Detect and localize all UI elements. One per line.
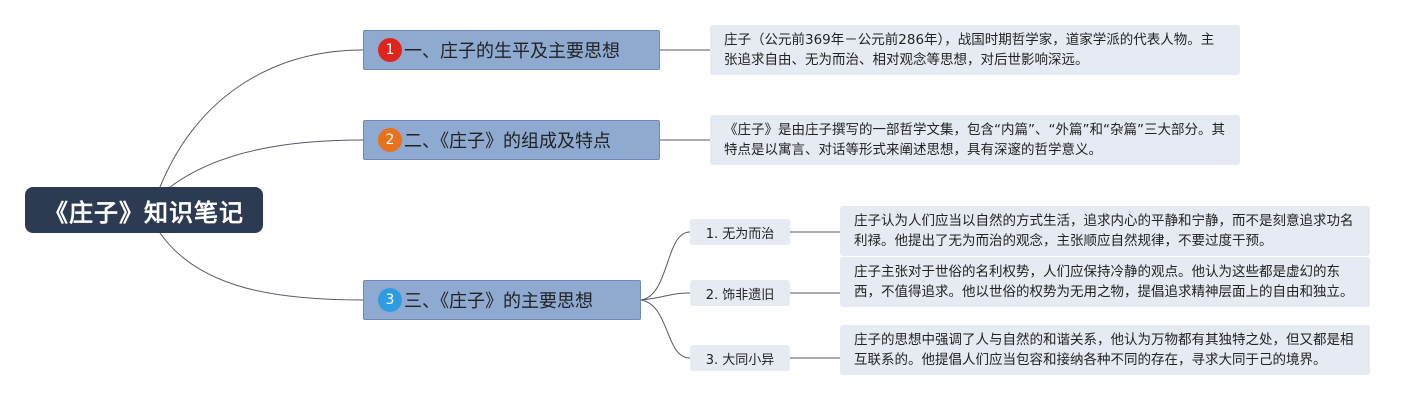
number-badge-icon: 3 [378, 288, 402, 312]
subtopic-2[interactable]: 2. 饰非遗旧 [690, 280, 790, 306]
subtopic-3-note[interactable]: 庄子的思想中强调了人与自然的和谐关系，他认为万物都有其独特之处，但又都是相互联系… [840, 325, 1370, 375]
link-root-branch3 [159, 232, 364, 301]
link-root-branch2 [169, 139, 364, 188]
branch-3[interactable]: 3 三、《庄子》的主要思想 [363, 280, 641, 320]
link-root-branch1 [159, 49, 364, 188]
root-topic[interactable]: 《庄子》知识笔记 [25, 187, 263, 233]
branch-2-note[interactable]: 《庄子》是由庄子撰写的一部哲学文集，包含“内篇”、“外篇”和“杂篇”三大部分。其… [710, 115, 1240, 165]
link-branch3-sub1 [640, 231, 691, 301]
subtopic-1[interactable]: 1. 无为而治 [690, 219, 790, 245]
branch-1[interactable]: 1 一、庄子的生平及主要思想 [363, 30, 660, 70]
link-branch3-sub3 [640, 299, 691, 359]
subtopic-2-note[interactable]: 庄子主张对于世俗的名利权势，人们应保持冷静的观点。他认为这些都是虚幻的东西，不值… [840, 257, 1370, 307]
subtopic-3[interactable]: 3. 大同小异 [690, 345, 790, 371]
number-badge-icon: 1 [378, 38, 402, 62]
number-badge-icon: 2 [378, 128, 402, 152]
subtopic-1-note[interactable]: 庄子认为人们应当以自然的方式生活，追求内心的平静和宁静，而不是刻意追求功名利禄。… [840, 206, 1370, 256]
branch-2-label: 二、《庄子》的组成及特点 [404, 131, 611, 152]
branch-1-note[interactable]: 庄子（公元前369年－公元前286年），战国时期哲学家，道家学派的代表人物。主张… [710, 25, 1240, 75]
link-branch3-sub2 [640, 292, 691, 301]
branch-1-label: 一、庄子的生平及主要思想 [404, 41, 620, 62]
branch-2[interactable]: 2 二、《庄子》的组成及特点 [363, 120, 660, 160]
branch-3-label: 三、《庄子》的主要思想 [404, 291, 593, 312]
